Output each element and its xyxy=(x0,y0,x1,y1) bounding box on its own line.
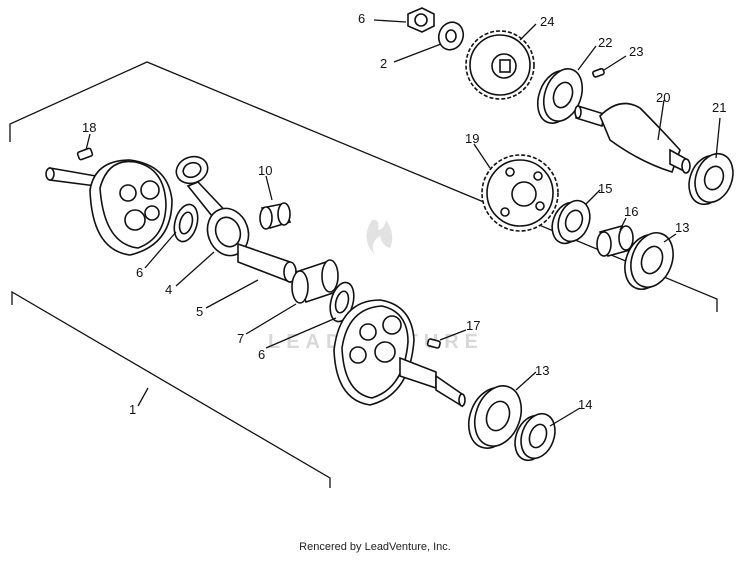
callout-1: 1 xyxy=(129,402,136,417)
needle-bearing-10 xyxy=(259,202,292,230)
washer-2 xyxy=(437,21,465,51)
nut-3 xyxy=(407,7,435,33)
callout-24: 24 xyxy=(540,14,554,29)
callout-4: 4 xyxy=(165,282,172,297)
collar-16 xyxy=(596,225,634,257)
oil-seal-14 xyxy=(514,412,556,462)
callout-6-left: 6 xyxy=(136,265,143,280)
bearing-15 xyxy=(551,199,591,245)
gear-24 xyxy=(465,30,535,100)
callout-18: 18 xyxy=(82,120,96,135)
assembly-bracket-lines xyxy=(9,61,718,488)
callout-13-lower: 13 xyxy=(535,363,549,378)
balancer-shaft-20 xyxy=(574,102,691,174)
leader-lines xyxy=(85,19,721,427)
callout-22: 22 xyxy=(598,35,612,50)
ball-bearing-13-upper xyxy=(624,232,674,290)
callout-13-upper: 13 xyxy=(675,220,689,235)
woodruff-key-23 xyxy=(592,67,605,78)
callout-10: 10 xyxy=(258,163,272,178)
woodruff-key-17 xyxy=(426,338,441,349)
ball-bearing-21 xyxy=(688,152,734,206)
ball-bearing-13-lower xyxy=(467,385,523,449)
connecting-rod-4 xyxy=(175,155,250,257)
callout-3: 6 xyxy=(358,11,365,26)
woodruff-key-18 xyxy=(76,147,94,161)
crank-pin-5 xyxy=(237,242,297,284)
callout-23: 23 xyxy=(629,44,643,59)
callout-14: 14 xyxy=(578,397,592,412)
callout-19: 19 xyxy=(465,131,479,146)
callout-7: 7 xyxy=(237,331,244,346)
right-crank-half xyxy=(333,299,466,408)
callout-15: 15 xyxy=(598,181,612,196)
thrust-washer-6-left xyxy=(173,203,199,243)
callout-5: 5 xyxy=(196,304,203,319)
callout-20: 20 xyxy=(656,90,670,105)
gear-19 xyxy=(481,154,559,232)
callout-17: 17 xyxy=(466,318,480,333)
callout-6-right: 6 xyxy=(258,347,265,362)
needle-bearing-7 xyxy=(291,259,339,304)
callout-labels: 6 2 24 22 23 20 21 19 15 16 13 18 10 6 4… xyxy=(82,11,726,417)
left-crank-half xyxy=(45,159,173,256)
callout-16: 16 xyxy=(624,204,638,219)
ball-bearing-22 xyxy=(536,68,584,124)
callout-21: 21 xyxy=(712,100,726,115)
callout-2: 2 xyxy=(380,56,387,71)
thrust-washer-6-right xyxy=(329,281,355,323)
credit-line: Rencered by LeadVenture, Inc. xyxy=(299,541,451,553)
